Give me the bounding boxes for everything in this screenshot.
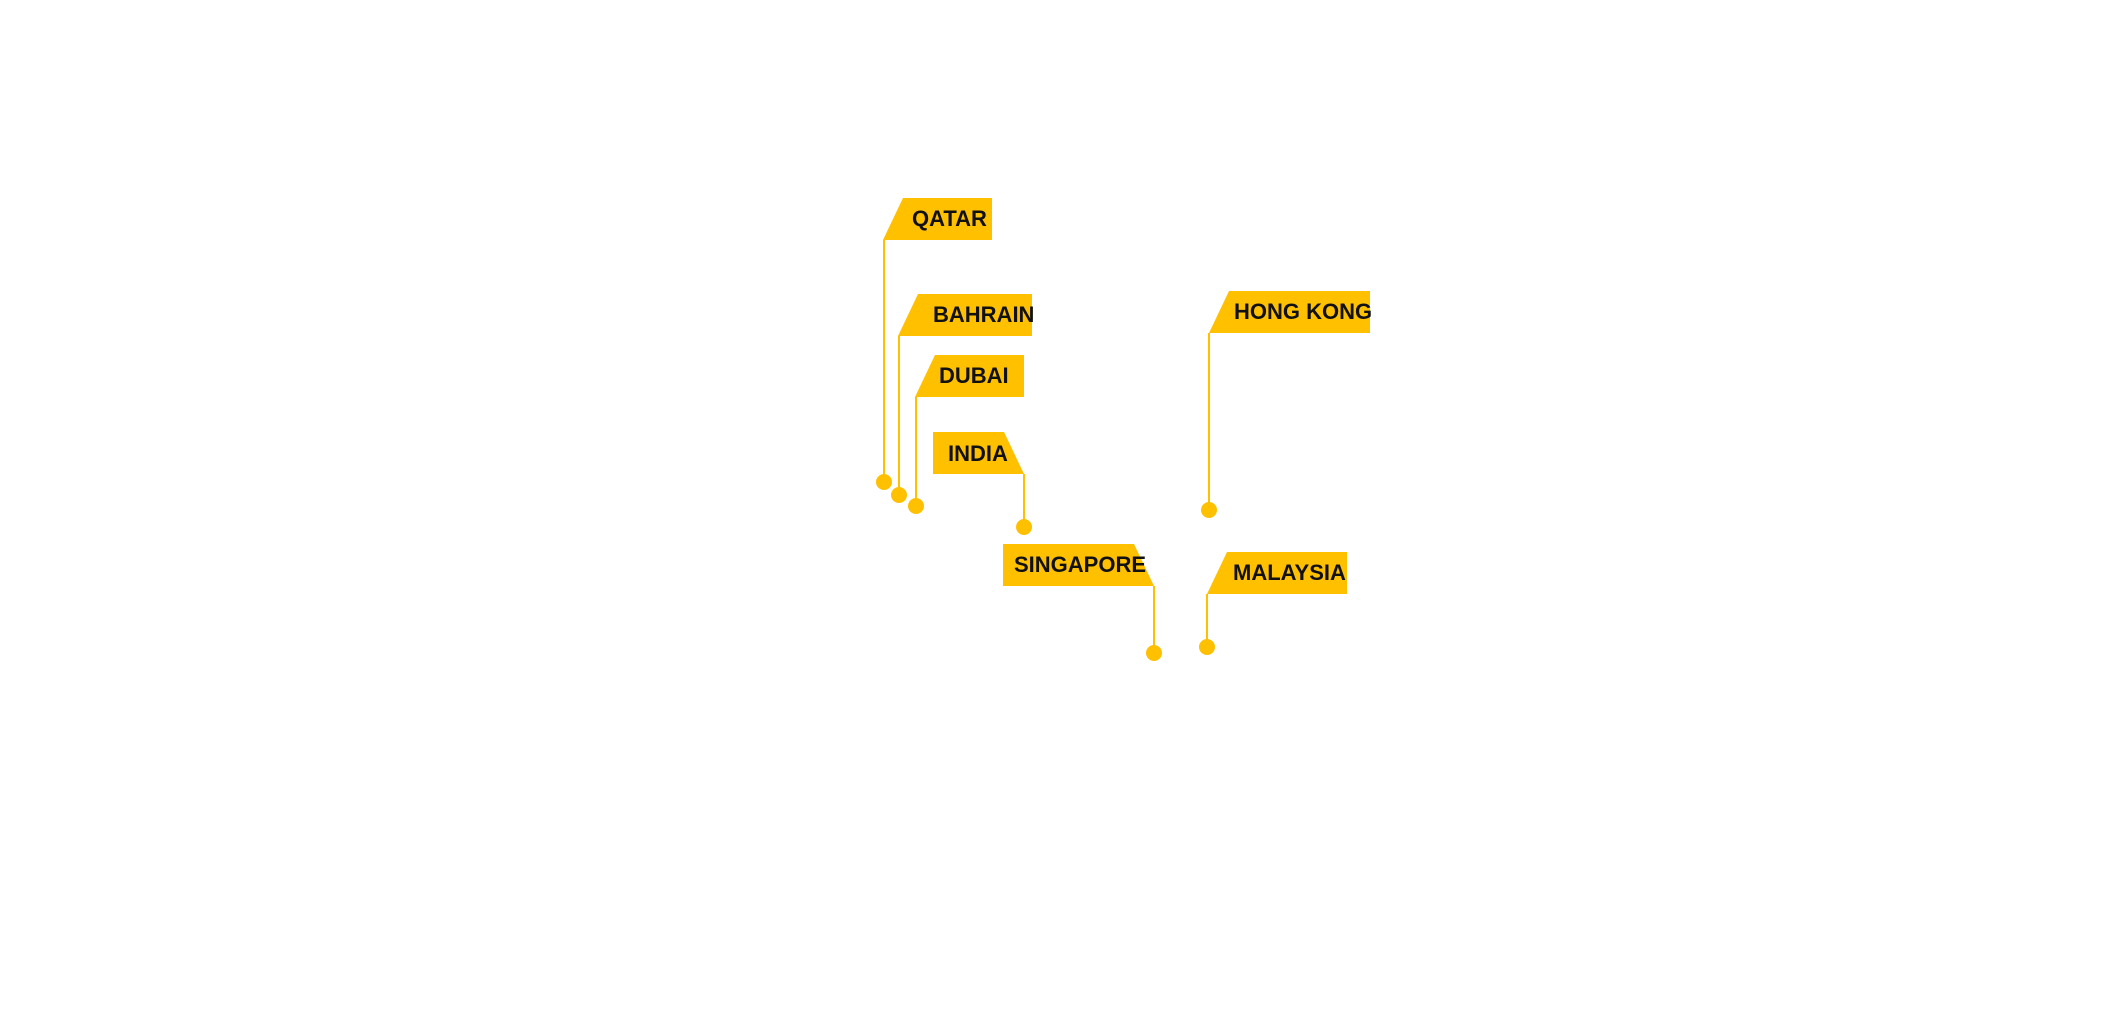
label-malaysia: MALAYSIA [1233, 560, 1346, 585]
label-india: INDIA [948, 441, 1008, 466]
marker-singapore[interactable]: SINGAPORE [1003, 544, 1162, 661]
marker-dot[interactable] [1199, 639, 1215, 655]
marker-india[interactable]: INDIA [933, 432, 1032, 535]
marker-dot[interactable] [1146, 645, 1162, 661]
marker-hong-kong[interactable]: HONG KONG [1201, 291, 1372, 518]
marker-bahrain[interactable]: BAHRAIN [891, 294, 1034, 503]
label-singapore: SINGAPORE [1014, 552, 1146, 577]
marker-dot[interactable] [1201, 502, 1217, 518]
marker-dot[interactable] [908, 498, 924, 514]
label-flag [933, 432, 1024, 474]
label-qatar: QATAR [912, 206, 987, 231]
marker-dot[interactable] [876, 474, 892, 490]
marker-dot[interactable] [1016, 519, 1032, 535]
label-flag [1003, 544, 1154, 586]
label-bahrain: BAHRAIN [933, 302, 1034, 327]
label-flag [898, 294, 1032, 336]
label-flag [1209, 291, 1370, 333]
label-flag [1207, 552, 1347, 594]
label-flag [915, 355, 1024, 397]
label-dubai: DUBAI [939, 363, 1009, 388]
marker-dubai[interactable]: DUBAI [908, 355, 1024, 514]
marker-qatar[interactable]: QATAR [876, 198, 992, 490]
label-flag [883, 198, 992, 240]
label-hong-kong: HONG KONG [1234, 299, 1372, 324]
marker-dot[interactable] [891, 487, 907, 503]
marker-malaysia[interactable]: MALAYSIA [1199, 552, 1347, 655]
